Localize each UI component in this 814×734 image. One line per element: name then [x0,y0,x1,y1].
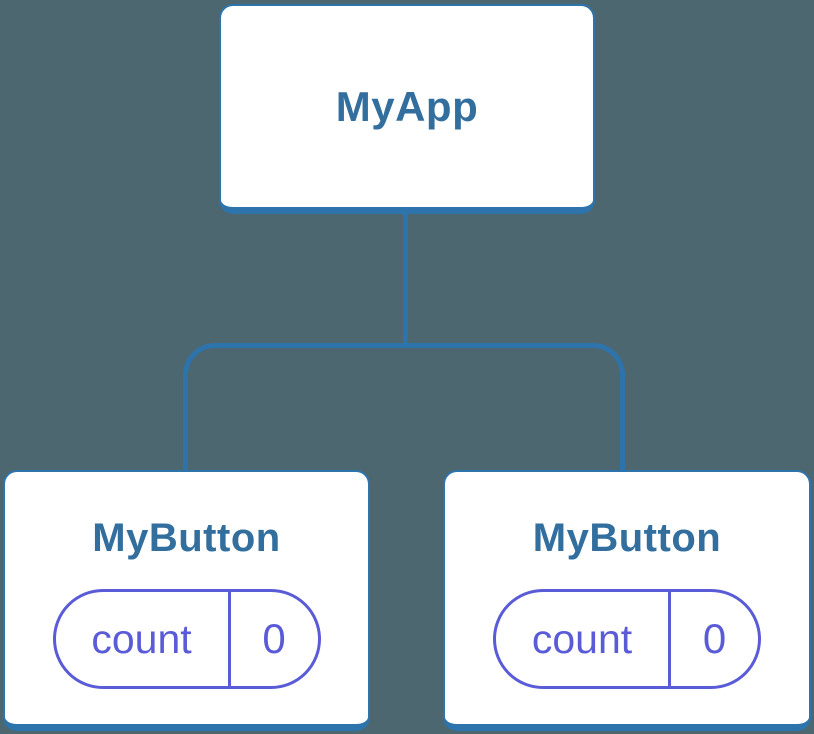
state-pill: count 0 [52,589,321,689]
node-mybutton-2-label: MyButton [532,516,722,560]
node-mybutton-1-label: MyButton [92,516,281,560]
node-myapp-label: MyApp [335,82,479,130]
state-value: 0 [702,615,727,662]
branch-bracket [183,343,625,475]
state-pill-divider [668,592,671,686]
state-pill-divider [227,592,231,686]
node-mybutton-1: MyButton count 0 [3,470,370,731]
parent-connector-line [403,212,408,345]
node-mybutton-2: MyButton count 0 [443,470,811,731]
state-value: 0 [262,615,286,662]
state-key: count [531,615,633,662]
state-pill: count 0 [493,589,761,689]
state-key: count [91,615,192,662]
node-myapp: MyApp [219,4,595,214]
